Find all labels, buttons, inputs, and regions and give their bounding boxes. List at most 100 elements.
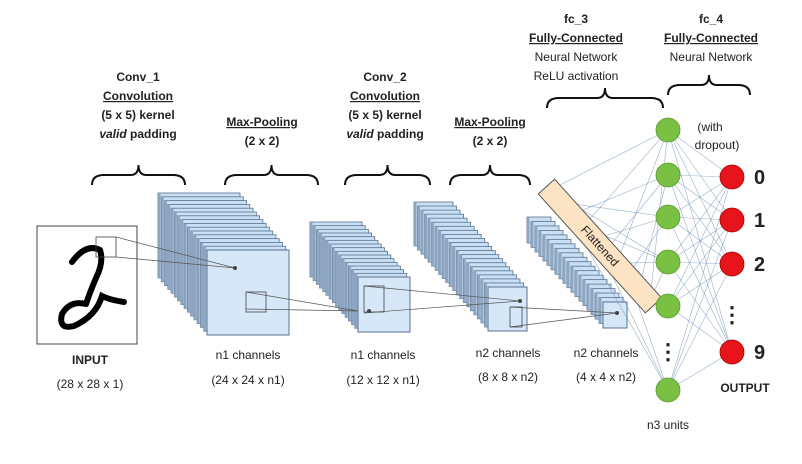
hidden-to-output-edge <box>667 219 733 391</box>
flatten-to-hidden-edge <box>561 201 669 218</box>
conv1-kernel: (5 x 5) kernel <box>101 108 174 122</box>
hidden-to-output-edge <box>667 263 733 307</box>
conv1-heading: Conv_1 Convolution (5 x 5) kernel valid … <box>99 70 176 141</box>
hidden-units-label: n3 units <box>647 418 689 432</box>
pool1-size: (2 x 2) <box>245 134 280 148</box>
feature-map-slice-edge <box>470 266 473 311</box>
feature-map-slice-edge <box>559 252 562 279</box>
hidden-to-output-edge <box>667 351 733 391</box>
fc4-desc1: Neural Network <box>670 50 754 64</box>
pool2-brace <box>449 164 531 186</box>
pool2-heading: Max-Pooling (2 x 2) <box>454 115 525 148</box>
hidden-to-output-edge <box>667 176 733 391</box>
hidden-node <box>655 117 681 143</box>
feature-map-slice-edge <box>342 258 345 314</box>
input-dims: (28 x 28 x 1) <box>57 377 124 391</box>
fc3-brace <box>546 87 664 109</box>
feature-map-slice-edge <box>326 240 329 296</box>
feature-map-stack-2 <box>309 221 411 333</box>
handwritten-digit-2 <box>58 245 127 330</box>
feature-map-slice-edge <box>591 288 594 315</box>
pool1-brace <box>224 164 319 186</box>
input-image <box>36 225 138 345</box>
pool2-type: Max-Pooling <box>454 115 525 129</box>
conv1-name: Conv_1 <box>116 70 160 84</box>
feature-map-slice-edge <box>348 266 351 321</box>
fc4-dropout-note-2: dropout) <box>695 138 740 152</box>
feature-map-front <box>602 301 628 329</box>
pool-window <box>245 291 267 313</box>
feature-point <box>367 309 371 313</box>
feature-map-slice-edge <box>164 200 168 286</box>
conv1-type: Convolution <box>103 89 173 103</box>
feature-map-slice-edge <box>335 251 339 307</box>
feature-map-slice-edge <box>171 208 174 294</box>
fc4-dropout-note-1: (with <box>697 120 722 134</box>
flatten-to-hidden-edge <box>549 129 669 191</box>
output-class-9: 9 <box>754 342 765 364</box>
flatten-to-hidden-edge <box>638 174 669 288</box>
fmap1-dims: (24 x 24 x n1) <box>211 373 284 387</box>
output-node-9 <box>719 339 745 365</box>
feature-map-slice-edge <box>438 230 442 275</box>
feature-map-slice-edge <box>167 204 171 290</box>
feature-map-slice-edge <box>466 262 470 307</box>
receptive-field-line <box>115 236 236 269</box>
pool2-size: (2 x 2) <box>473 134 508 148</box>
fmap4-label: n2 channels <box>574 346 639 360</box>
feature-map-slice-edge <box>190 231 194 316</box>
feature-point <box>518 299 522 303</box>
hidden-to-output-edge <box>667 261 733 353</box>
feature-map-slice-edge <box>428 218 431 263</box>
hidden-to-output-edge <box>667 219 733 307</box>
conv2-name: Conv_2 <box>363 70 407 84</box>
feature-map-slice-edge <box>193 234 197 320</box>
feature-map-slice-edge <box>456 250 459 295</box>
hidden-to-output-edge <box>667 129 733 221</box>
feature-map-slice-edge <box>531 221 534 248</box>
feature-map-slice-edge <box>459 254 463 299</box>
hidden-to-output-edge <box>667 176 733 263</box>
feature-map-slice-edge <box>599 297 602 324</box>
feature-map-slice-edge <box>473 270 477 315</box>
hidden-node <box>655 293 681 319</box>
conv2-brace <box>344 164 431 186</box>
feature-map-slice-edge <box>200 242 203 328</box>
feature-map-slice-edge <box>424 214 428 259</box>
hidden-to-output-edge <box>667 305 733 353</box>
feature-point <box>233 266 237 270</box>
fc4-type: Fully-Connected <box>664 31 758 45</box>
feature-map-slice-edge <box>551 243 554 270</box>
feature-map-slice-edge <box>563 257 566 284</box>
hidden-node <box>655 249 681 275</box>
feature-map-slice-edge <box>484 282 487 327</box>
conv1-padding: valid padding <box>99 127 176 141</box>
feature-map-slice-edge <box>543 234 546 261</box>
hidden-to-output-edge <box>667 129 733 178</box>
fmap4-dims: (4 x 4 x n2) <box>576 370 636 384</box>
feature-map-slice-edge <box>442 234 445 279</box>
pool-window <box>509 306 523 328</box>
feature-map-slice-edge <box>187 227 190 313</box>
feature-map-slice-edge <box>445 238 449 283</box>
hidden-ellipsis: ⋮ <box>657 339 679 364</box>
feature-map-slice-edge <box>449 242 452 287</box>
feature-map-stack-4 <box>526 216 628 329</box>
fc4-heading: fc_4 Fully-Connected Neural Network (wit… <box>664 12 758 152</box>
flatten-to-hidden-edge <box>594 216 669 240</box>
output-node-0 <box>719 164 745 190</box>
conv2-kernel: (5 x 5) kernel <box>348 108 421 122</box>
conv2-heading: Conv_2 Convolution (5 x 5) kernel valid … <box>346 70 423 141</box>
flatten-to-hidden-edge <box>605 174 669 252</box>
feature-map-slice-edge <box>184 223 187 309</box>
pool1-type: Max-Pooling <box>226 115 297 129</box>
feature-map-slice-edge <box>567 261 570 288</box>
fc3-type: Fully-Connected <box>529 31 623 45</box>
output-ellipsis: ⋮ <box>721 302 743 327</box>
pool1-heading: Max-Pooling (2 x 2) <box>226 115 297 148</box>
conv-window <box>363 285 385 313</box>
feature-map-slice-edge <box>203 246 207 332</box>
fc3-name: fc_3 <box>564 12 588 26</box>
feature-map-slice-edge <box>354 273 358 329</box>
feature-map-slice-edge <box>197 238 200 324</box>
